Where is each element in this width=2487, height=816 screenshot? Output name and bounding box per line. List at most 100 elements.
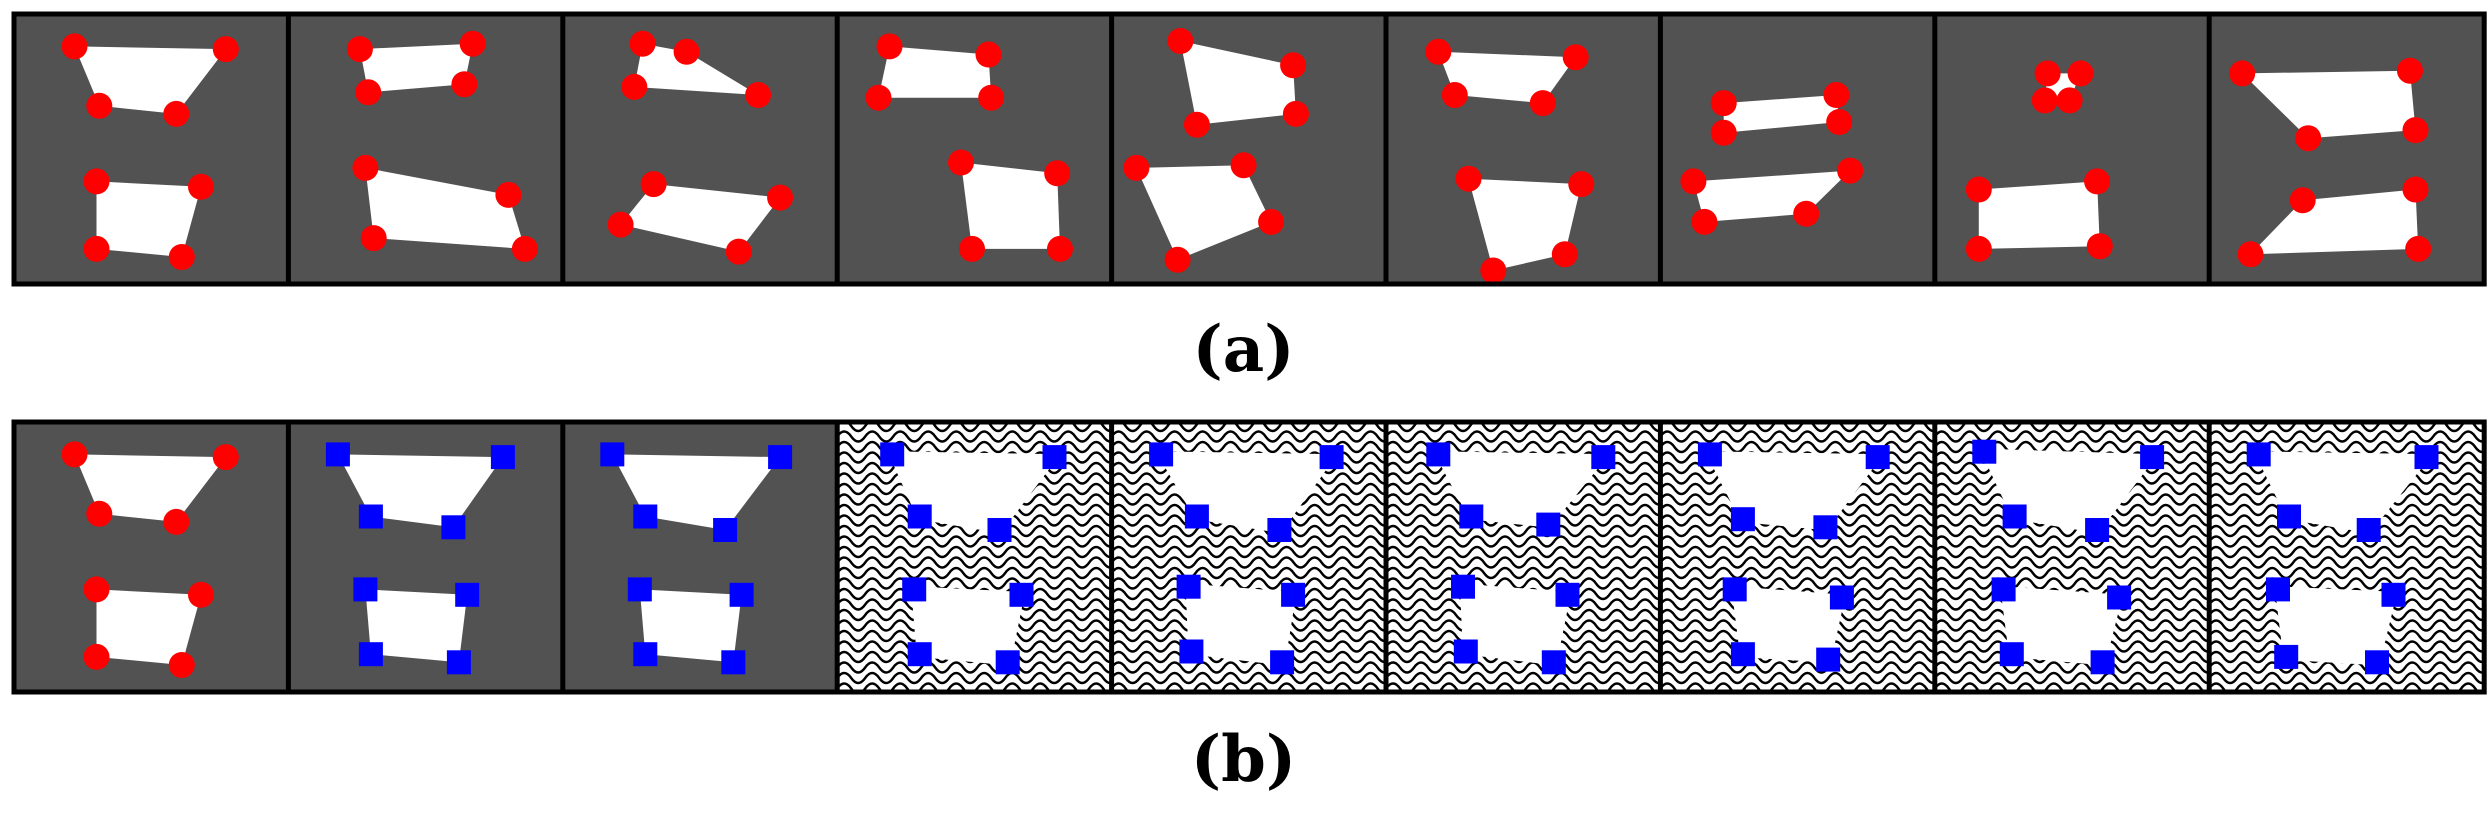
wave-line: [1934, 545, 2210, 559]
circle-marker: [745, 82, 772, 108]
square-marker: [1179, 639, 1204, 664]
panel-background: [1660, 14, 1936, 284]
circle-marker: [360, 225, 387, 252]
square-marker: [902, 577, 927, 602]
square-marker: [1991, 577, 2016, 602]
circle-marker: [1282, 100, 1309, 127]
wave-line: [837, 524, 1113, 538]
circle-marker: [959, 235, 985, 262]
square-marker: [1697, 442, 1722, 467]
wave-line: [1660, 566, 1936, 580]
circle-marker: [1529, 90, 1556, 117]
wave-line: [837, 422, 1113, 433]
circle-marker: [2034, 60, 2061, 87]
circle-marker: [2237, 241, 2264, 268]
square-marker: [1722, 577, 1747, 602]
circle-marker: [1230, 152, 1257, 179]
wave-line: [1660, 535, 1936, 548]
circle-marker: [511, 235, 538, 262]
circle-marker: [725, 238, 752, 265]
circle-marker: [83, 576, 110, 603]
circle-marker: [61, 441, 88, 468]
square-marker: [1555, 582, 1580, 607]
wave-line: [2209, 545, 2485, 559]
white-shape: [1723, 95, 1840, 133]
circle-marker: [2402, 117, 2429, 144]
row-a-panels: [11, 11, 2487, 287]
square-marker: [358, 642, 383, 667]
square-marker: [1813, 515, 1838, 540]
square-marker: [729, 582, 754, 607]
panel-a-4: [834, 11, 1115, 287]
circle-marker: [212, 444, 239, 471]
square-marker: [446, 650, 471, 675]
wave-line: [1111, 577, 1387, 590]
wave-line: [1386, 535, 1661, 548]
white-shape: [1468, 178, 1582, 271]
wave-line: [1386, 422, 1661, 433]
circle-marker: [1691, 208, 1718, 235]
wave-line: [1934, 682, 2210, 692]
circle-marker: [2295, 125, 2322, 152]
circle-marker: [876, 33, 903, 60]
circle-marker: [188, 581, 214, 608]
circle-marker: [607, 211, 634, 238]
square-marker: [441, 515, 466, 540]
circle-marker: [1455, 165, 1482, 192]
circle-marker: [767, 184, 794, 211]
caption-a: (a): [1192, 312, 1295, 387]
circle-marker: [495, 181, 522, 208]
square-marker: [2002, 504, 2027, 529]
wave-line: [2209, 524, 2485, 538]
panel-background: [562, 14, 838, 284]
wave-line: [837, 535, 1113, 548]
circle-marker: [83, 235, 110, 262]
square-marker: [633, 642, 658, 667]
wave-line: [1386, 682, 1661, 692]
circle-marker: [163, 508, 190, 535]
white-shape: [365, 167, 525, 249]
square-marker: [1319, 445, 1344, 470]
panel-a-6: [1383, 11, 1664, 287]
square-marker: [1426, 442, 1451, 467]
square-marker: [713, 518, 738, 542]
square-marker: [1865, 445, 1890, 470]
square-marker: [1730, 507, 1755, 532]
wave-line: [1660, 430, 1936, 443]
square-marker: [2381, 582, 2406, 607]
circle-marker: [2229, 60, 2256, 87]
circle-marker: [621, 73, 648, 100]
wave-line: [2209, 671, 2485, 685]
circle-marker: [168, 652, 195, 678]
wave-line: [1111, 535, 1387, 548]
square-marker: [2274, 644, 2299, 669]
white-shape: [359, 43, 473, 93]
white-shape: [878, 46, 992, 98]
circle-marker: [2086, 233, 2113, 260]
panel-a-8: [1932, 11, 2213, 287]
wave-line: [1111, 422, 1387, 433]
circle-marker: [2289, 187, 2316, 214]
wave-line: [1934, 422, 2210, 433]
circle-marker: [2084, 168, 2111, 195]
square-marker: [1816, 647, 1841, 672]
square-marker: [1536, 512, 1561, 537]
square-marker: [1176, 574, 1201, 599]
white-shape: [961, 162, 1060, 249]
square-marker: [600, 442, 625, 467]
circle-marker: [86, 500, 113, 527]
wave-line: [1660, 556, 1936, 569]
square-marker: [1591, 445, 1616, 470]
white-shape: [634, 43, 759, 95]
wave-line: [2209, 682, 2485, 692]
wave-line: [1111, 524, 1387, 538]
wave-line: [1660, 422, 1936, 433]
circle-marker: [2067, 60, 2094, 87]
wave-line: [1660, 671, 1936, 685]
square-marker: [2085, 518, 2110, 542]
white-shape: [74, 454, 226, 522]
circle-marker: [1710, 119, 1737, 146]
circle-marker: [352, 154, 379, 181]
circle-marker: [83, 643, 110, 670]
